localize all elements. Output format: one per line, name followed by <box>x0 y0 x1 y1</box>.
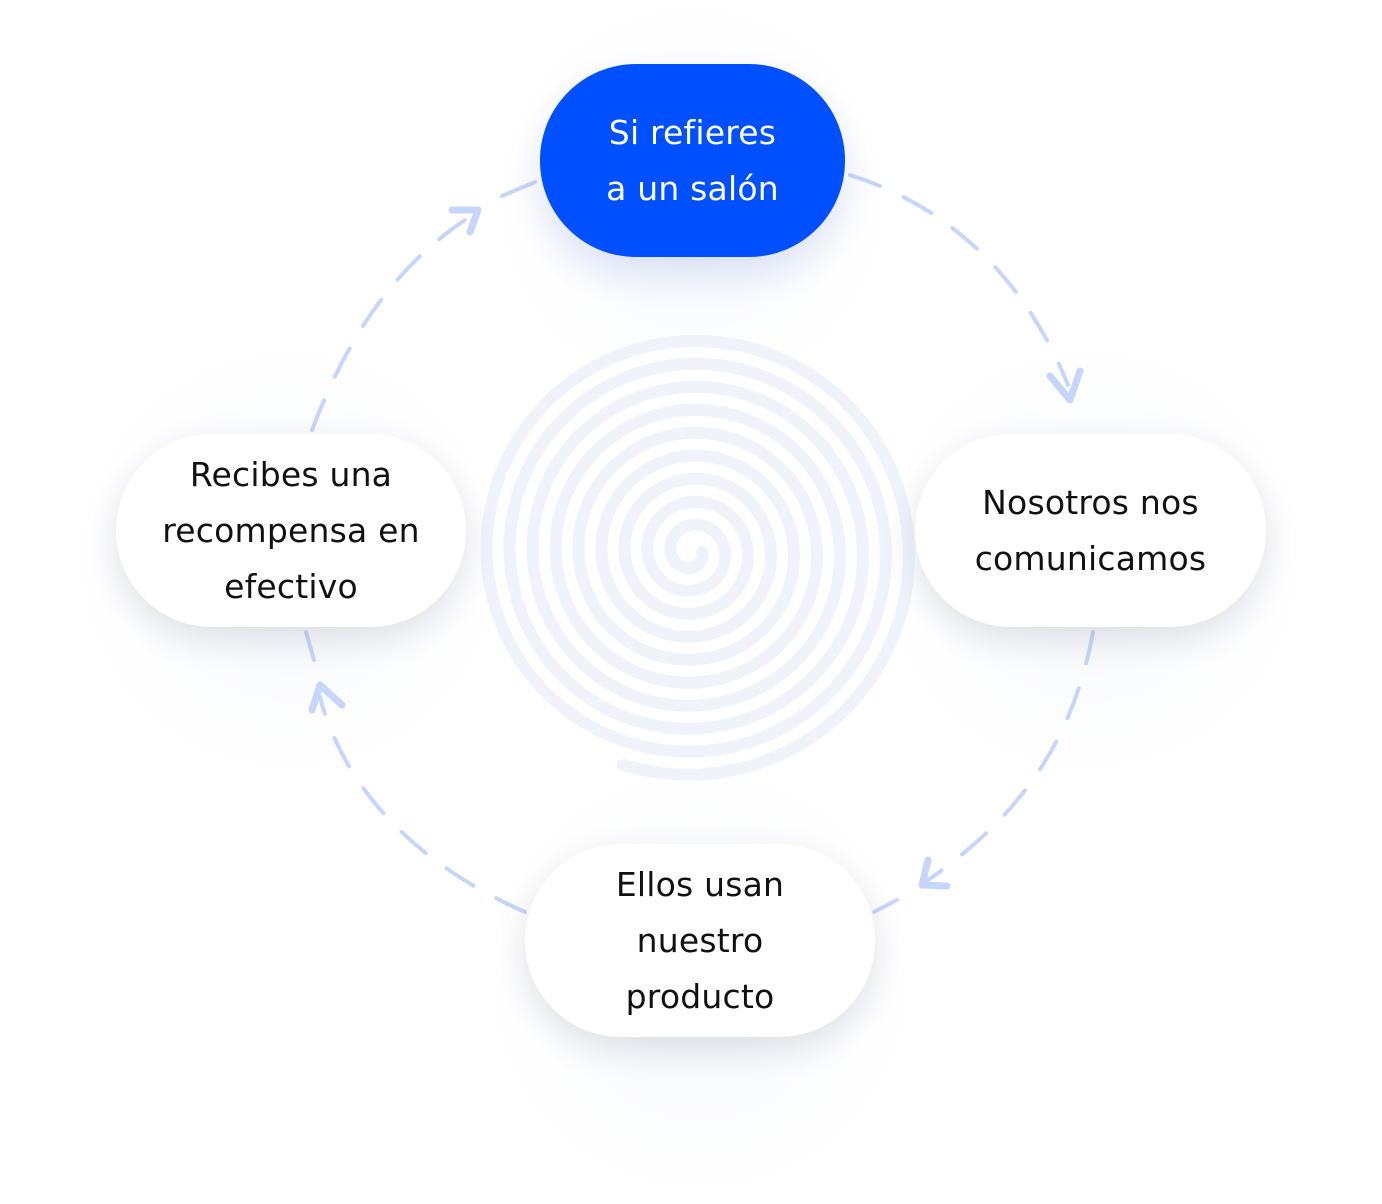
arrow-tail-right-to-bottom <box>872 898 899 914</box>
arrow-tail-left-to-top <box>500 180 537 198</box>
background-spiral <box>480 334 915 781</box>
step-we-contact: Nosotros nos comunicamos <box>915 434 1266 627</box>
arrowhead-icon <box>918 856 951 890</box>
step-they-use-product: Ellos usan nuestro producto <box>525 844 875 1037</box>
cycle-arrows <box>304 173 1095 914</box>
step-receive-reward: Recibes una recompensa en efectivo <box>116 434 466 627</box>
arrowhead-icon <box>1046 367 1084 404</box>
arrow-tail-bottom-to-left <box>304 630 316 662</box>
step-refer-salon: Si refieres a un salón <box>540 64 845 257</box>
arrowhead-icon <box>448 206 482 236</box>
arrow-left-to-top <box>310 210 479 432</box>
arrowhead-icon <box>308 681 346 714</box>
